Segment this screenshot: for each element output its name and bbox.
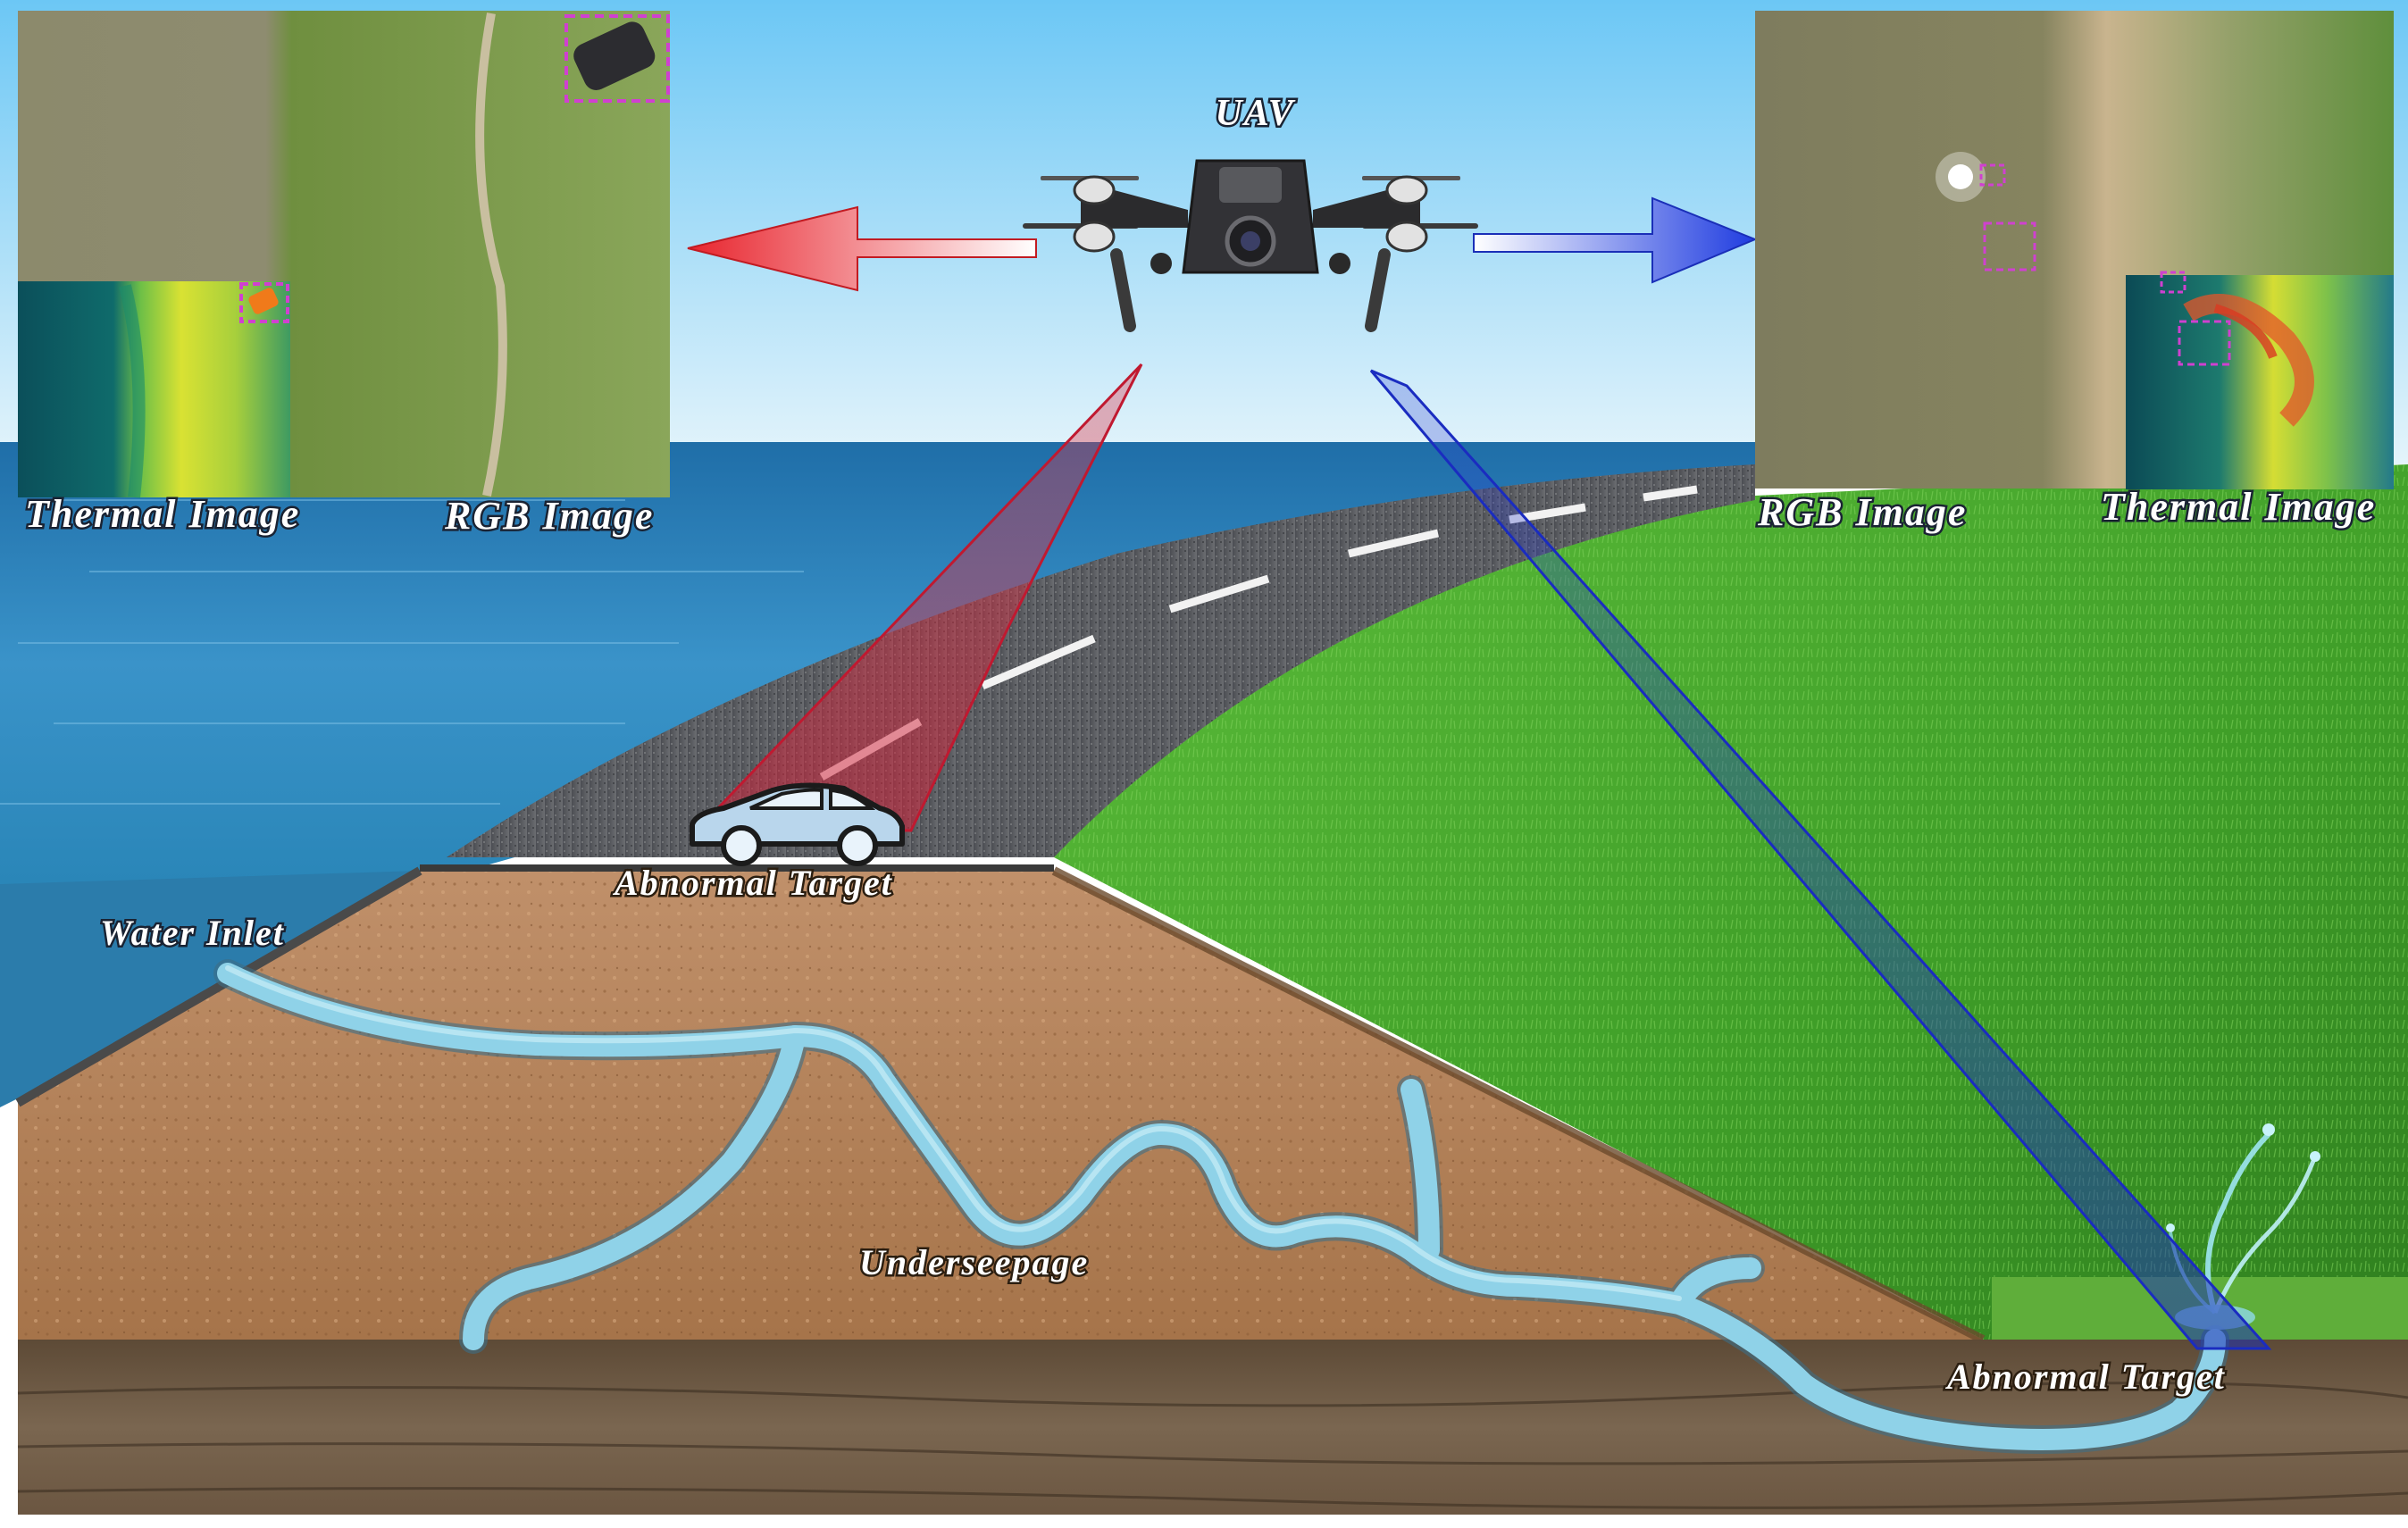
right-thermal-image	[2126, 271, 2394, 489]
left-thermal-detection-box	[239, 282, 289, 323]
drone-icon	[1023, 159, 1478, 332]
right-rgb-detection-box-2	[1983, 221, 2036, 271]
abnormal-target-road-label: Abnormal Target	[612, 863, 893, 903]
right-thermal-image-label: Thermal Image	[2101, 485, 2376, 529]
right-rgb-detection-box-1	[1979, 163, 2006, 187]
underseepage-label: Underseepage	[859, 1242, 1089, 1282]
abnormal-target-outlet-label: Abnormal Target	[1944, 1357, 2226, 1397]
left-rgb-detection-box	[564, 14, 670, 103]
car-icon	[690, 782, 905, 866]
dam-downstream-edge	[1051, 866, 1986, 1344]
blue-detection-beam	[1369, 369, 2272, 1350]
right-thermal-detection-box-1	[2160, 271, 2186, 294]
left-red-arrow	[687, 205, 1037, 292]
right-blue-arrow	[1473, 196, 1758, 284]
red-detection-beam	[693, 363, 1143, 832]
underseepage-channels	[213, 959, 2229, 1454]
right-thermal-detection-box-2	[2178, 320, 2231, 366]
sea-waves	[0, 499, 804, 805]
water-inlet-label: Water Inlet	[100, 913, 285, 953]
left-rgb-image-label: RGB Image	[444, 494, 654, 538]
right-rgb-image-label: RGB Image	[1757, 490, 1967, 534]
left-thermal-image	[18, 281, 290, 498]
left-thermal-image-label: Thermal Image	[25, 492, 300, 536]
uav-label: UAV	[1215, 93, 1295, 134]
